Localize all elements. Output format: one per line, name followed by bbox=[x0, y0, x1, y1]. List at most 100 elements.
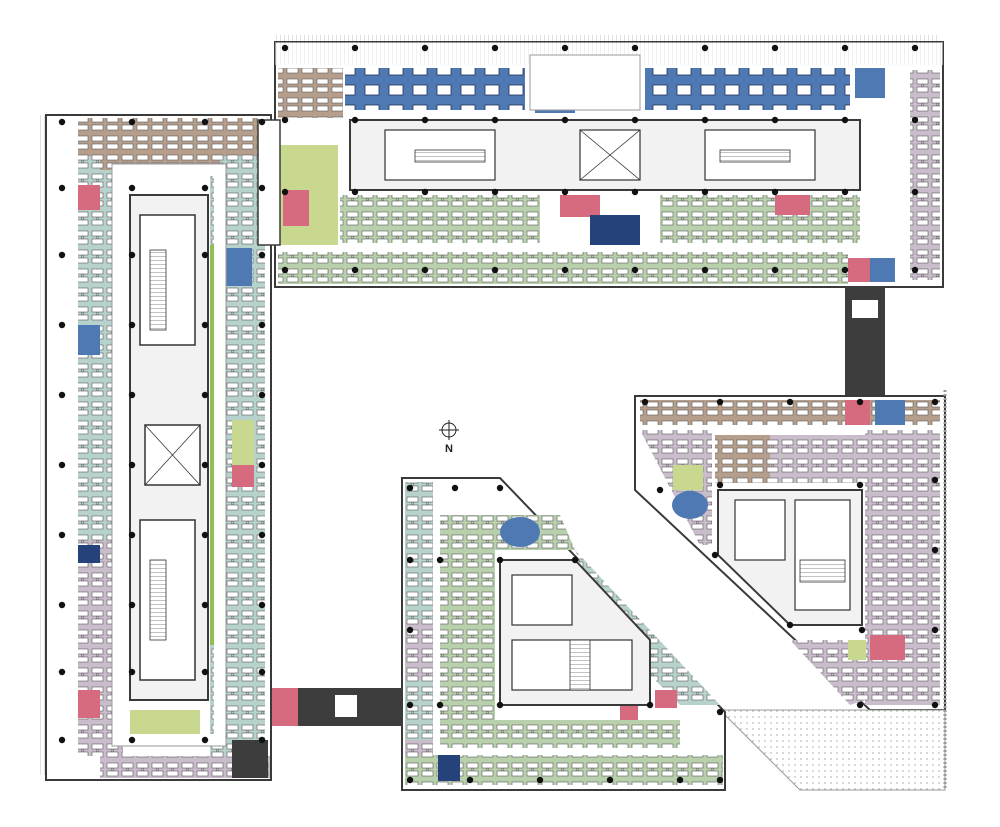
column-dot bbox=[351, 44, 359, 52]
north-south-pink-room bbox=[848, 258, 870, 282]
column-dot bbox=[786, 398, 794, 406]
column-dot bbox=[571, 556, 579, 564]
north-west-connector bbox=[257, 119, 281, 246]
column-dot bbox=[536, 776, 544, 784]
column-dot bbox=[856, 398, 864, 406]
column-dot bbox=[858, 626, 866, 634]
left-stair-south bbox=[149, 559, 167, 641]
south-connector-pink-room bbox=[272, 688, 298, 726]
left-core-lobby-diagonal-2 bbox=[144, 424, 201, 486]
column-dot bbox=[128, 461, 136, 469]
column-dot bbox=[646, 701, 654, 709]
column-dot bbox=[496, 701, 504, 709]
north-compass: N bbox=[439, 420, 459, 455]
column-dot bbox=[491, 266, 499, 274]
north-label: N bbox=[445, 443, 453, 455]
column-dot bbox=[561, 116, 569, 124]
north-building-facade bbox=[275, 35, 940, 41]
column-dot bbox=[911, 44, 919, 52]
south-core-lobby bbox=[511, 574, 573, 626]
north-west-office bbox=[278, 68, 343, 118]
column-dot bbox=[58, 531, 66, 539]
column-dot bbox=[258, 736, 266, 744]
column-dot bbox=[201, 251, 209, 259]
east-connector-shaft bbox=[852, 300, 878, 318]
column-dot bbox=[58, 668, 66, 676]
east-lounge bbox=[673, 465, 703, 490]
column-dot bbox=[641, 398, 649, 406]
south-meeting-room bbox=[438, 755, 460, 781]
column-dot bbox=[631, 116, 639, 124]
column-dot bbox=[716, 708, 724, 716]
column-dot bbox=[436, 701, 444, 709]
column-dot bbox=[491, 44, 499, 52]
column-dot bbox=[201, 184, 209, 192]
column-dot bbox=[258, 391, 266, 399]
left-meeting-room-1 bbox=[78, 325, 100, 355]
column-dot bbox=[281, 116, 289, 124]
east-building bbox=[634, 390, 947, 791]
column-dot bbox=[351, 266, 359, 274]
column-dot bbox=[716, 776, 724, 784]
north-core-lobby-diagonal-2 bbox=[579, 129, 641, 181]
east-south-pink-room bbox=[870, 635, 905, 660]
column-dot bbox=[201, 736, 209, 744]
north-east-pink-room bbox=[775, 195, 810, 215]
left-stair-north bbox=[149, 249, 167, 331]
left-north-office-band bbox=[78, 118, 268, 156]
north-lobby bbox=[529, 54, 641, 111]
column-dot bbox=[701, 266, 709, 274]
column-dot bbox=[128, 601, 136, 609]
column-dot bbox=[58, 461, 66, 469]
column-dot bbox=[58, 601, 66, 609]
column-dot bbox=[58, 118, 66, 126]
column-dot bbox=[58, 736, 66, 744]
structural-columns bbox=[58, 44, 939, 784]
column-dot bbox=[701, 188, 709, 196]
left-pink-room-2 bbox=[78, 690, 100, 718]
column-dot bbox=[631, 266, 639, 274]
column-dot bbox=[606, 776, 614, 784]
left-pink-room-3 bbox=[232, 465, 254, 487]
column-dot bbox=[466, 776, 474, 784]
east-south-office-band bbox=[790, 640, 865, 705]
column-dot bbox=[656, 486, 664, 494]
south-pink-room bbox=[655, 690, 677, 708]
column-dot bbox=[58, 251, 66, 259]
south-inner-south-band bbox=[440, 720, 680, 748]
north-board-room bbox=[590, 215, 640, 245]
column-dot bbox=[258, 251, 266, 259]
column-dot bbox=[258, 531, 266, 539]
column-dot bbox=[421, 188, 429, 196]
east-inner-north-band-tan bbox=[715, 435, 770, 483]
column-dot bbox=[406, 701, 414, 709]
column-dot bbox=[716, 398, 724, 406]
column-dot bbox=[201, 321, 209, 329]
north-south-meeting bbox=[870, 258, 895, 282]
column-dot bbox=[841, 116, 849, 124]
column-dot bbox=[491, 188, 499, 196]
east-terrace bbox=[718, 709, 946, 791]
east-core-stair bbox=[799, 559, 846, 583]
column-dot bbox=[406, 484, 414, 492]
column-dot bbox=[128, 668, 136, 676]
north-stair-east bbox=[719, 149, 791, 163]
east-core-lobby bbox=[734, 499, 786, 561]
column-dot bbox=[561, 266, 569, 274]
column-dot bbox=[258, 461, 266, 469]
column-dot bbox=[128, 321, 136, 329]
column-dot bbox=[281, 266, 289, 274]
column-dot bbox=[786, 621, 794, 629]
column-dot bbox=[258, 321, 266, 329]
column-dot bbox=[406, 626, 414, 634]
left-lounge bbox=[130, 710, 200, 736]
north-east-meeting bbox=[855, 68, 885, 98]
column-dot bbox=[351, 116, 359, 124]
column-dot bbox=[128, 531, 136, 539]
column-dot bbox=[496, 484, 504, 492]
north-meeting-rooms-west bbox=[345, 68, 525, 110]
east-meeting-room bbox=[875, 400, 905, 425]
column-dot bbox=[841, 188, 849, 196]
east-pink-room bbox=[845, 400, 870, 425]
